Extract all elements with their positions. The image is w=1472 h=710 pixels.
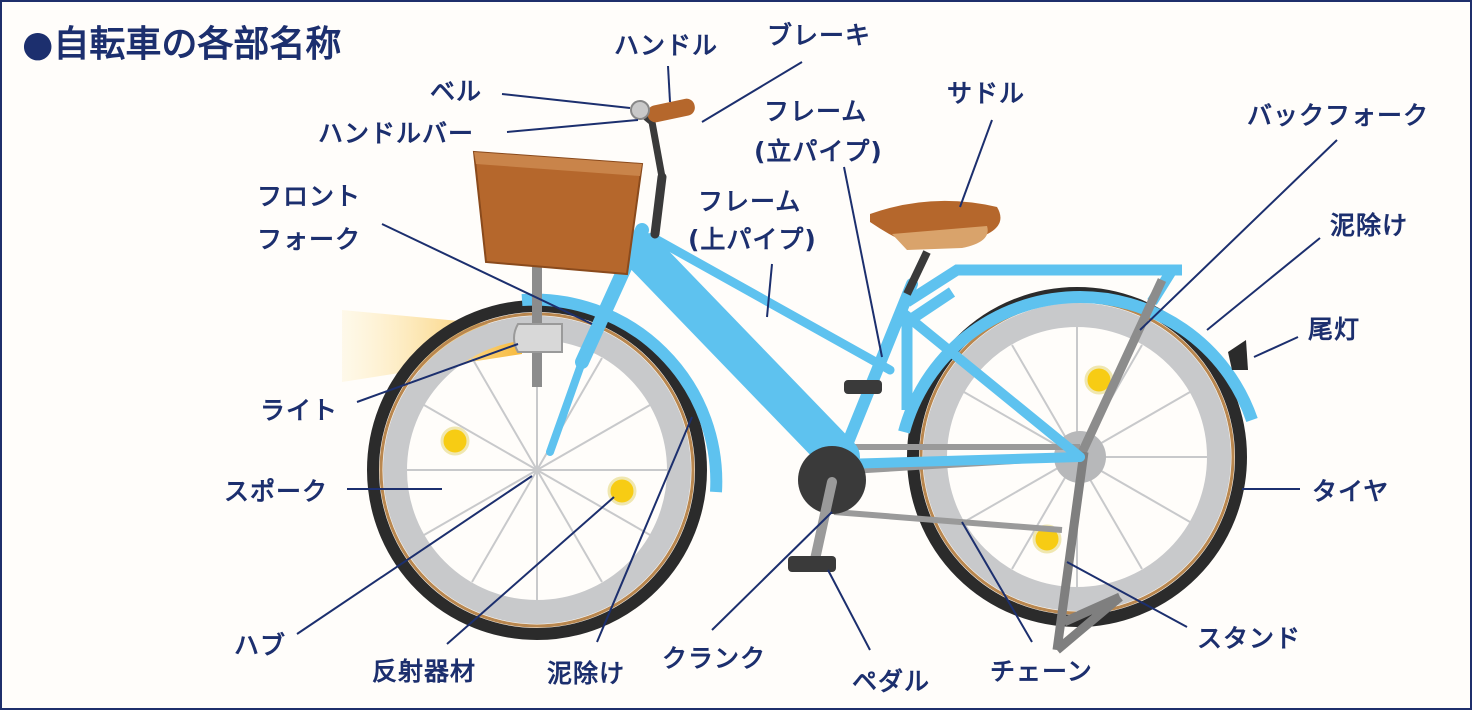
- label-front-fork-2: フォーク: [257, 225, 361, 254]
- bike-frame: [546, 223, 1085, 477]
- label-hub: ハブ: [234, 631, 286, 660]
- label-front-fork-1: フロント: [257, 182, 361, 211]
- front-spokes: [407, 340, 667, 600]
- kickstand: [1052, 451, 1123, 654]
- tail-light: [1228, 340, 1248, 370]
- label-rear-fender: 泥除け: [1330, 211, 1408, 240]
- leader-lines: [296, 61, 1338, 651]
- label-tail-light: 尾灯: [1308, 315, 1360, 344]
- label-brake: ブレーキ: [767, 21, 871, 50]
- front-wheel: [367, 300, 707, 640]
- headlight: [513, 323, 563, 353]
- label-frame-seat-tube-1: フレーム: [764, 97, 867, 126]
- pedal: [788, 556, 836, 572]
- rear-fender: [898, 291, 1258, 434]
- label-reflector: 反射器材: [372, 657, 476, 686]
- crank-arm: [809, 477, 837, 569]
- label-crank: クランク: [662, 644, 766, 673]
- rear-pedal: [844, 380, 882, 394]
- front-fender: [521, 293, 723, 493]
- seat-post: [903, 250, 931, 296]
- label-bell: ベル: [430, 77, 482, 106]
- saddle-base: [892, 226, 988, 250]
- label-frame-top-tube-2: (上パイプ): [688, 225, 817, 254]
- handle-grip: [647, 98, 695, 123]
- label-saddle: サドル: [947, 79, 1025, 108]
- label-handle: ハンドル: [614, 31, 718, 60]
- label-handlebar: ハンドルバー: [318, 119, 474, 148]
- label-light: ライト: [260, 396, 338, 425]
- label-back-fork: バックフォーク: [1247, 101, 1429, 130]
- basket-rim: [474, 152, 642, 176]
- label-front-fender: 泥除け: [547, 659, 625, 688]
- label-pedal: ペダル: [852, 667, 930, 696]
- back-fork-tube: [1075, 278, 1167, 459]
- label-spoke: スポーク: [224, 477, 328, 506]
- front-reflector-2: [607, 476, 637, 506]
- label-frame-top-tube-1: フレーム: [698, 187, 801, 216]
- label-frame-seat-tube-2: (立パイプ): [754, 137, 883, 166]
- page-title: ●自転車の各部名称: [22, 24, 341, 65]
- label-tire: タイヤ: [1312, 477, 1389, 506]
- bell: [630, 100, 650, 120]
- handlebar-assembly: [636, 108, 667, 239]
- label-chain: チェーン: [990, 657, 1093, 686]
- part-labels: ハンドル ブレーキ ベル ハンドルバー フレーム (立パイプ) サドル バックフ…: [224, 21, 1429, 696]
- front-reflector-1: [440, 426, 470, 456]
- label-stand: スタンド: [1197, 624, 1301, 653]
